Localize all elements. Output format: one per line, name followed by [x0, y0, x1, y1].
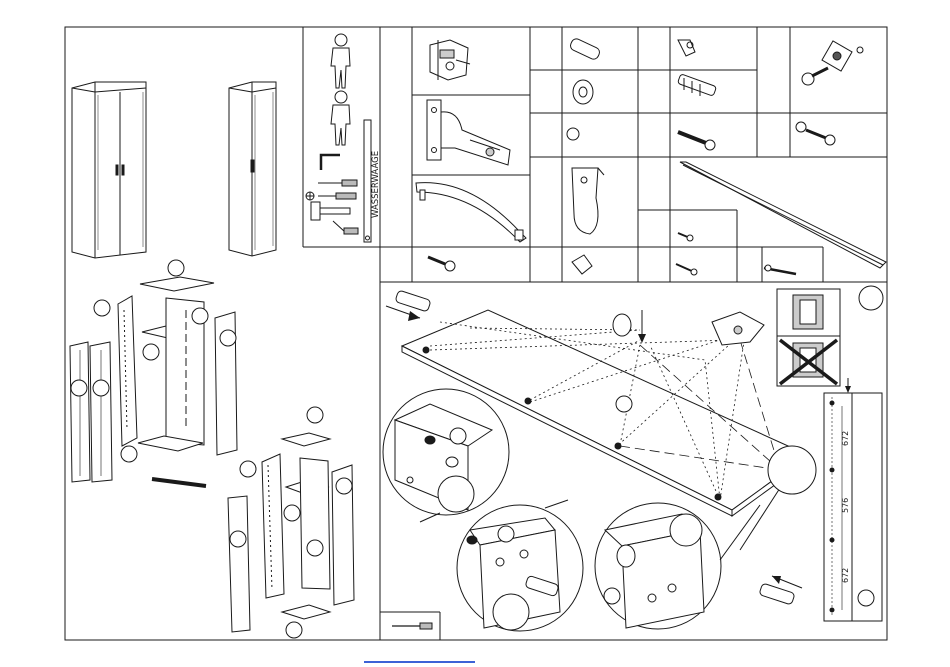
level-tool-label: WASSERWAAGE	[371, 151, 381, 218]
side-panel-dimensions: 672 576 672	[824, 393, 882, 621]
dimension-label-top: 672	[841, 431, 850, 446]
cam-lock-icon	[573, 80, 593, 104]
footer-link[interactable]	[364, 661, 475, 663]
dimension-label-middle: 576	[841, 498, 850, 513]
cap-icon	[567, 128, 579, 140]
detail-circle-corner	[768, 446, 816, 494]
hinge-plate-icon	[430, 40, 470, 80]
wardrobe-single-door	[229, 82, 276, 256]
dimension-label-bottom: 672	[841, 568, 850, 583]
wardrobe-double-door	[72, 82, 146, 258]
